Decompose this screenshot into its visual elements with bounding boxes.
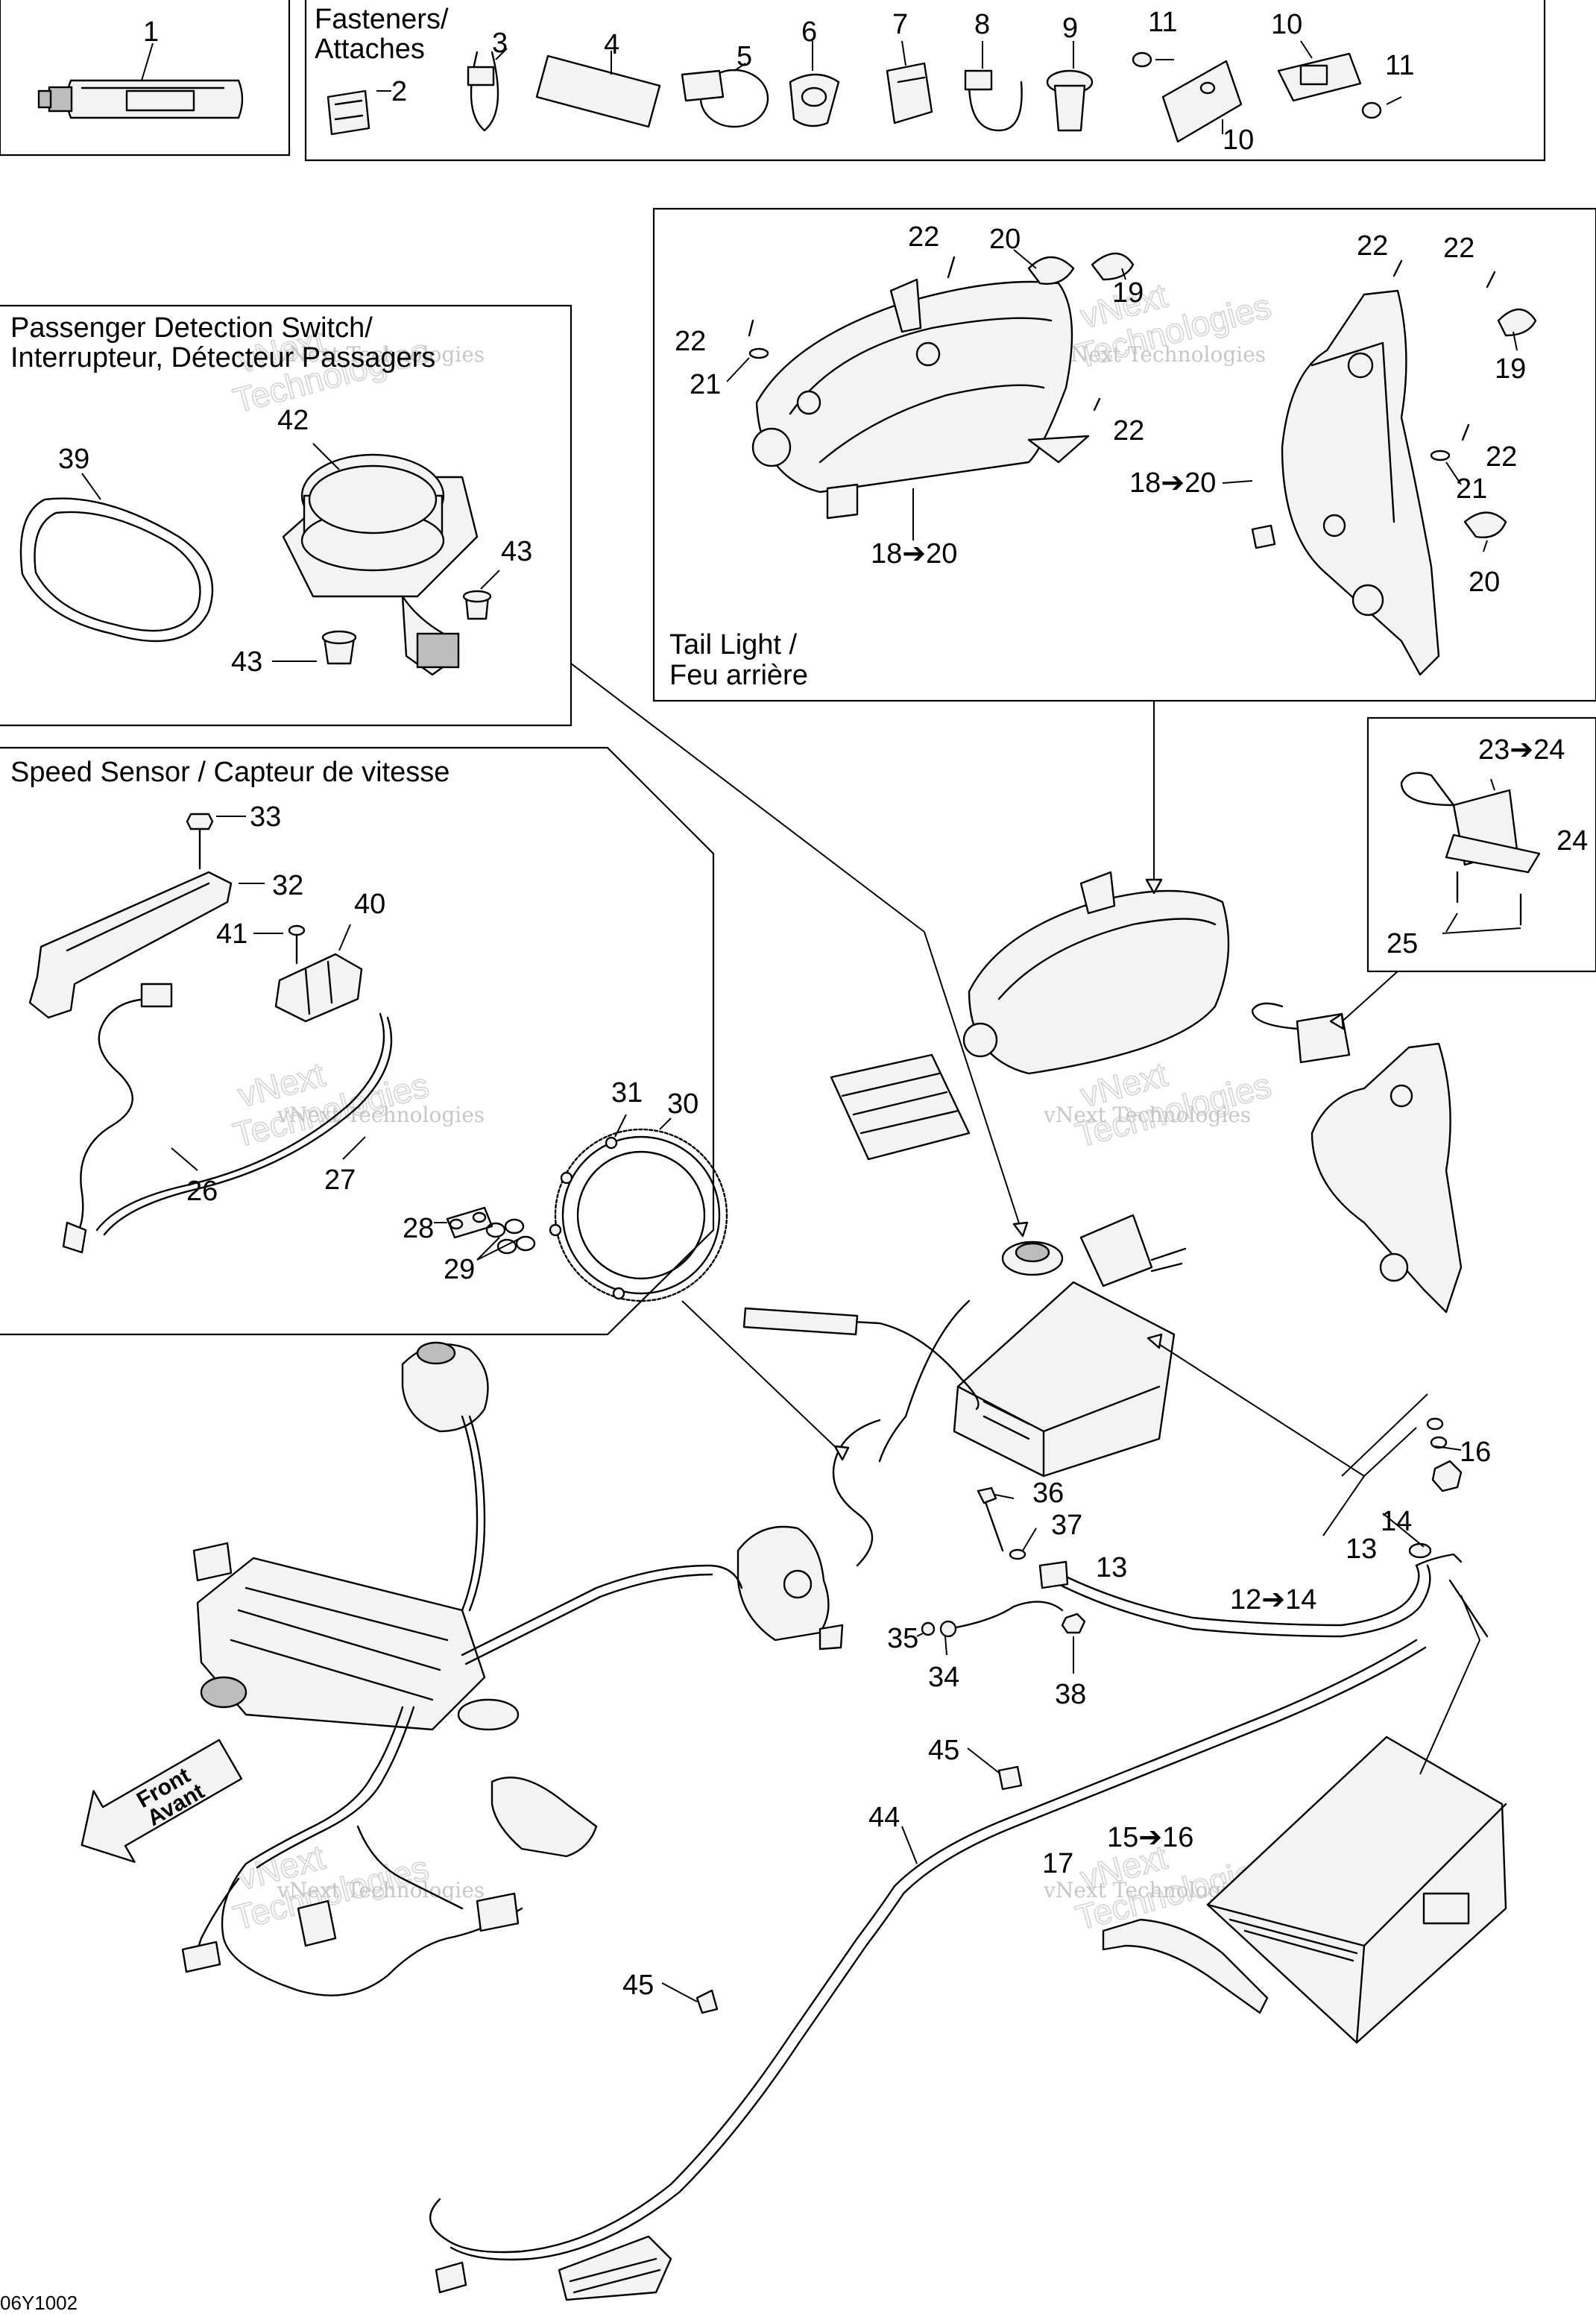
frame-speed-sensor (0, 746, 715, 1336)
group-leaders (570, 663, 1480, 1775)
callout-7: 7 (892, 9, 908, 40)
leader-passenger-b (924, 931, 1022, 1231)
callout-22: 22 (1357, 230, 1388, 262)
leader-16 (1363, 1427, 1417, 1477)
assembled-view (429, 871, 1507, 2301)
callout-22: 22 (1486, 441, 1517, 473)
callout-25: 25 (1387, 928, 1418, 959)
callout-43: 43 (231, 646, 262, 678)
callout-8: 8 (974, 9, 990, 40)
callout-40: 40 (354, 889, 385, 920)
frame-passenger (0, 304, 573, 727)
callout-10: 10 (1223, 124, 1254, 156)
watermark-small: vNext Technologies (277, 1878, 485, 1902)
callout-11: 11 (1148, 7, 1177, 38)
fasteners-parts (327, 40, 1402, 143)
callout-38: 38 (1055, 1679, 1086, 1710)
callout-22: 22 (675, 326, 706, 357)
fasteners-title-line1: Fasteners/ (315, 4, 449, 35)
callout-39: 39 (58, 444, 89, 475)
callout-11: 11 (1385, 50, 1414, 81)
leader-speed-sensor (681, 1300, 843, 1454)
tail-light-title-line2: Feu arrière (669, 660, 808, 691)
callout-4: 4 (604, 29, 619, 60)
callout-13: 13 (1096, 1552, 1127, 1583)
callout-29: 29 (444, 1254, 475, 1285)
frame-module-23 (1366, 716, 1596, 973)
frame-tail-light (652, 207, 1596, 702)
callout-6: 6 (801, 16, 817, 48)
callout-23-24: 23➔24 (1478, 734, 1565, 766)
module-23-parts (1400, 772, 1541, 934)
tail-light-title-line1: Tail Light / (669, 629, 798, 661)
callout-17: 17 (1042, 1848, 1073, 1879)
callout-26: 26 (186, 1176, 218, 1207)
callout-34: 34 (928, 1662, 959, 1693)
callout-18-20: 18➔20 (1129, 467, 1216, 499)
front-arrow-icon: Front Avant (81, 1738, 243, 1863)
callout-43: 43 (501, 536, 532, 567)
callout-12-14: 12➔14 (1230, 1584, 1316, 1615)
callout-13: 13 (1346, 1533, 1377, 1565)
callout-10: 10 (1271, 9, 1302, 40)
tail-light-parts (726, 249, 1537, 676)
callout-32: 32 (272, 870, 303, 901)
callout-14: 14 (1381, 1506, 1412, 1537)
callouts: 1 2 3 4 5 6 7 8 9 10 10 11 11 12➔14 13 1… (58, 7, 1588, 2001)
callout-22: 22 (908, 221, 939, 253)
callout-18-20: 18➔20 (871, 538, 957, 570)
callout-42: 42 (277, 405, 309, 436)
group-frames (0, 0, 1596, 1336)
callout-9: 9 (1062, 13, 1078, 44)
speed-sensor-title: Speed Sensor / Capteur de vitesse (10, 757, 450, 788)
watermark-small: vNext Technologies (1058, 342, 1266, 367)
callout-15-16: 15➔16 (1107, 1822, 1193, 1853)
watermark-small: vNext Technologies (1043, 1103, 1251, 1127)
callout-41: 41 (216, 918, 247, 950)
callout-30: 30 (667, 1088, 698, 1120)
callout-44: 44 (868, 1802, 900, 1833)
fasteners-title-line2: Attaches (315, 34, 425, 65)
callout-21: 21 (1456, 473, 1487, 505)
group-titles: Fasteners/ Attaches Passenger Detection … (0, 4, 808, 2314)
part-1-tube (37, 42, 244, 119)
callout-37: 37 (1051, 1510, 1082, 1541)
drawing-code: 06Y1002 (0, 2292, 78, 2314)
front-assembly (181, 1341, 844, 1996)
callout-19: 19 (1495, 353, 1526, 385)
callout-20: 20 (1469, 567, 1500, 598)
callout-22: 22 (1443, 233, 1474, 264)
callout-16: 16 (1460, 1437, 1491, 1468)
passenger-switch-parts (19, 443, 500, 676)
watermark-small: vNext Technologies (277, 342, 485, 367)
frame-part1 (0, 0, 291, 157)
passenger-title-line1: Passenger Detection Switch/ (10, 312, 373, 344)
watermark-small: vNext Technologies (277, 1103, 485, 1127)
passenger-title-line2: Interrupteur, Détecteur Passagers (10, 342, 435, 373)
callout-22: 22 (1113, 415, 1144, 447)
callout-31: 31 (611, 1077, 643, 1109)
callout-27: 27 (324, 1164, 356, 1196)
callout-20: 20 (989, 224, 1021, 255)
callout-28: 28 (403, 1213, 434, 1244)
callout-5: 5 (737, 41, 752, 72)
callout-2: 2 (391, 76, 407, 107)
callout-1: 1 (143, 16, 159, 48)
callout-35: 35 (887, 1623, 918, 1654)
callout-3: 3 (492, 28, 508, 59)
leader-passenger (570, 663, 925, 933)
leader-battery (1155, 1341, 1366, 1536)
callout-33: 33 (250, 801, 281, 833)
callout-45: 45 (928, 1735, 959, 1766)
leader-module (1337, 971, 1398, 1026)
callout-24: 24 (1556, 825, 1588, 857)
callout-19: 19 (1112, 277, 1144, 309)
callout-21: 21 (690, 369, 721, 400)
callout-45: 45 (622, 1970, 654, 2001)
callout-36: 36 (1032, 1478, 1064, 1509)
frame-fasteners (304, 0, 1546, 162)
speed-sensor-parts (28, 813, 728, 1302)
